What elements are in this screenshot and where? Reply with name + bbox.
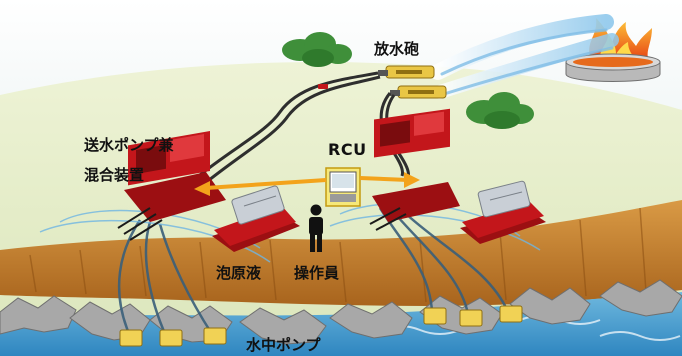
burning-tank [565, 53, 661, 82]
water-cannon-upper [378, 65, 435, 79]
label-operator: 操作員 [294, 264, 340, 282]
foam-concentrate-unit-left [212, 185, 300, 252]
submersible-pumps [119, 305, 523, 347]
label-pump-mixer-line2: 混合装置 [84, 166, 145, 184]
label-water-cannon: 放水砲 [374, 40, 420, 58]
pump-mixer-unit-right [369, 108, 460, 231]
suction-hoses [117, 207, 510, 337]
control-signal-arrows [194, 172, 420, 196]
label-rcu: RCU [328, 140, 367, 159]
operator-figure [309, 204, 323, 252]
tree-left [282, 32, 352, 67]
pump-mixer-unit-left [117, 130, 226, 241]
label-pump-mixer-line1: 送水ポンプ兼 [84, 136, 174, 154]
rcu-unit [325, 167, 361, 207]
tree-right [466, 92, 534, 129]
label-foam-concentrate: 泡原液 [216, 264, 262, 282]
cliff-striations [29, 207, 647, 303]
water-cannon-lower [390, 85, 447, 99]
label-submersible-pump: 水中ポンプ [246, 336, 321, 354]
foam-concentrate-unit-right [460, 180, 546, 244]
foam-jets [430, 14, 619, 99]
